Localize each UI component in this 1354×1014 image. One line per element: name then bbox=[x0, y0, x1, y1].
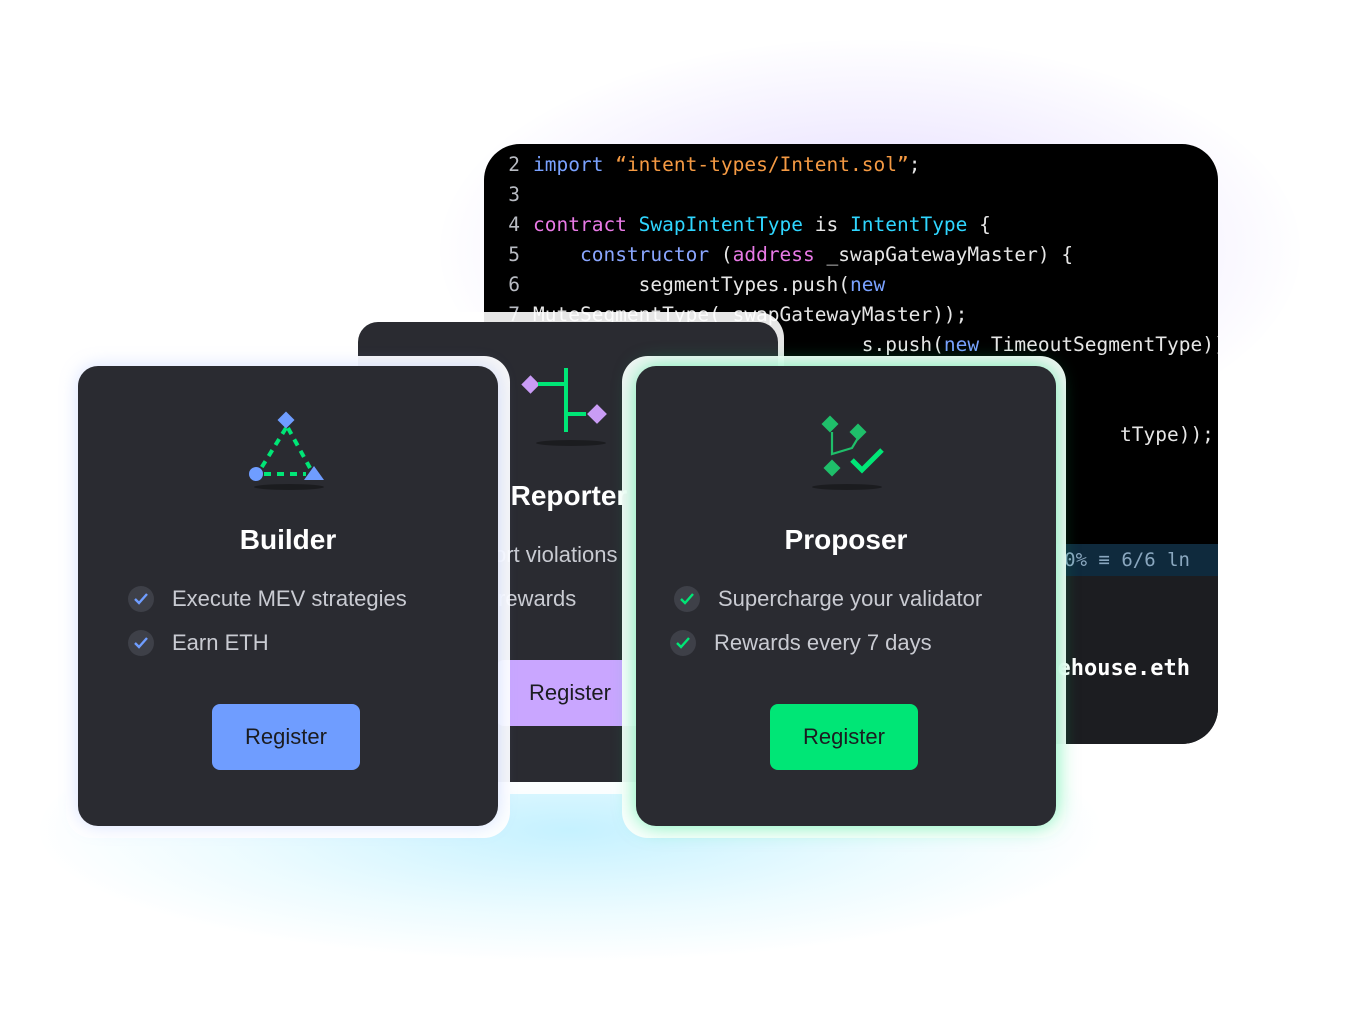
code-text: tType)); bbox=[533, 420, 1214, 450]
code-token: new bbox=[849, 273, 886, 296]
code-line: 2 import “intent-types/Intent.sol”; bbox=[484, 150, 1218, 180]
code-line: 5 constructor (address _swapGatewayMaste… bbox=[484, 240, 1218, 270]
reporter-title: Reporter bbox=[510, 480, 628, 511]
code-token: address bbox=[732, 243, 815, 266]
reporter-icon bbox=[521, 368, 607, 432]
code-token: tType)); bbox=[1119, 423, 1214, 446]
code-token: _swapGatewayMaster) { bbox=[814, 243, 1074, 266]
code-token: is bbox=[803, 213, 851, 236]
line-number: 4 bbox=[508, 213, 520, 236]
builder-feature-2: Earn ETH bbox=[128, 630, 269, 656]
line-number: 2 bbox=[508, 153, 520, 176]
code-token: import bbox=[533, 153, 604, 176]
code-text: contract SwapIntentType is IntentType { bbox=[533, 210, 991, 240]
reporter-register-button[interactable]: Register bbox=[496, 660, 644, 726]
check-icon bbox=[670, 630, 696, 656]
code-token bbox=[533, 243, 580, 266]
proposer-register-button[interactable]: Register bbox=[770, 704, 918, 770]
code-token: constructor bbox=[579, 243, 710, 266]
builder-register-button[interactable]: Register bbox=[212, 704, 360, 770]
triangle-icon bbox=[249, 411, 324, 481]
code-token: ( bbox=[709, 243, 733, 266]
code-line: 3 bbox=[484, 180, 1218, 210]
code-token: ; bbox=[908, 153, 921, 176]
builder-feature-1: Execute MEV strategies bbox=[128, 586, 407, 612]
code-content: 2 import “intent-types/Intent.sol”; 3 4 cont… bbox=[484, 144, 1218, 544]
code-token: contract bbox=[533, 213, 627, 236]
proposer-card: Proposer Supercharge your validator Rewa… bbox=[636, 366, 1056, 826]
code-token: s.push( bbox=[861, 333, 944, 356]
reporter-feature-1: ort violations bbox=[494, 542, 618, 567]
check-icon bbox=[128, 630, 154, 656]
code-line: 4 contract SwapIntentType is IntentType { bbox=[484, 210, 1218, 240]
proposer-icon bbox=[821, 415, 884, 477]
code-token: SwapIntentType bbox=[638, 213, 804, 236]
code-text: constructor (address _swapGatewayMaster)… bbox=[533, 240, 1073, 270]
code-line: 6 segmentTypes.push(new bbox=[484, 270, 1218, 300]
code-token bbox=[627, 213, 639, 236]
code-token: segmentTypes.push( bbox=[533, 273, 850, 296]
proposer-feature-1: Supercharge your validator bbox=[674, 586, 982, 612]
proposer-feature-2: Rewards every 7 days bbox=[670, 630, 932, 656]
status-text: 0% ≡ 6/6 ln bbox=[1064, 549, 1190, 571]
code-token: new bbox=[943, 333, 980, 356]
code-line: s.push(new TimeoutSegmentType)); bbox=[484, 330, 1218, 360]
code-token: TimeoutSegmentType)); bbox=[979, 333, 1218, 356]
line-number: 6 bbox=[508, 273, 520, 296]
code-text: s.push(new TimeoutSegmentType)); bbox=[533, 330, 1218, 360]
reporter-feature-2: rewards bbox=[498, 586, 577, 611]
check-icon bbox=[128, 586, 154, 612]
builder-title: Builder bbox=[239, 524, 337, 555]
code-line: tType)); bbox=[484, 420, 1218, 450]
code-token: IntentType bbox=[850, 213, 968, 236]
line-number: 5 bbox=[508, 243, 520, 266]
code-token: { bbox=[967, 213, 991, 236]
check-icon bbox=[674, 586, 700, 612]
code-text: segmentTypes.push(new bbox=[533, 270, 886, 300]
builder-card: Builder Execute MEV strategies Earn ETH … bbox=[78, 366, 498, 826]
code-token bbox=[603, 153, 615, 176]
line-number: 3 bbox=[508, 183, 520, 206]
ens-name: ehouse.eth bbox=[1057, 656, 1190, 681]
proposer-title: Proposer bbox=[784, 524, 908, 555]
code-token: “intent-types/Intent.sol” bbox=[615, 153, 909, 176]
code-text: import “intent-types/Intent.sol”; bbox=[533, 150, 920, 180]
